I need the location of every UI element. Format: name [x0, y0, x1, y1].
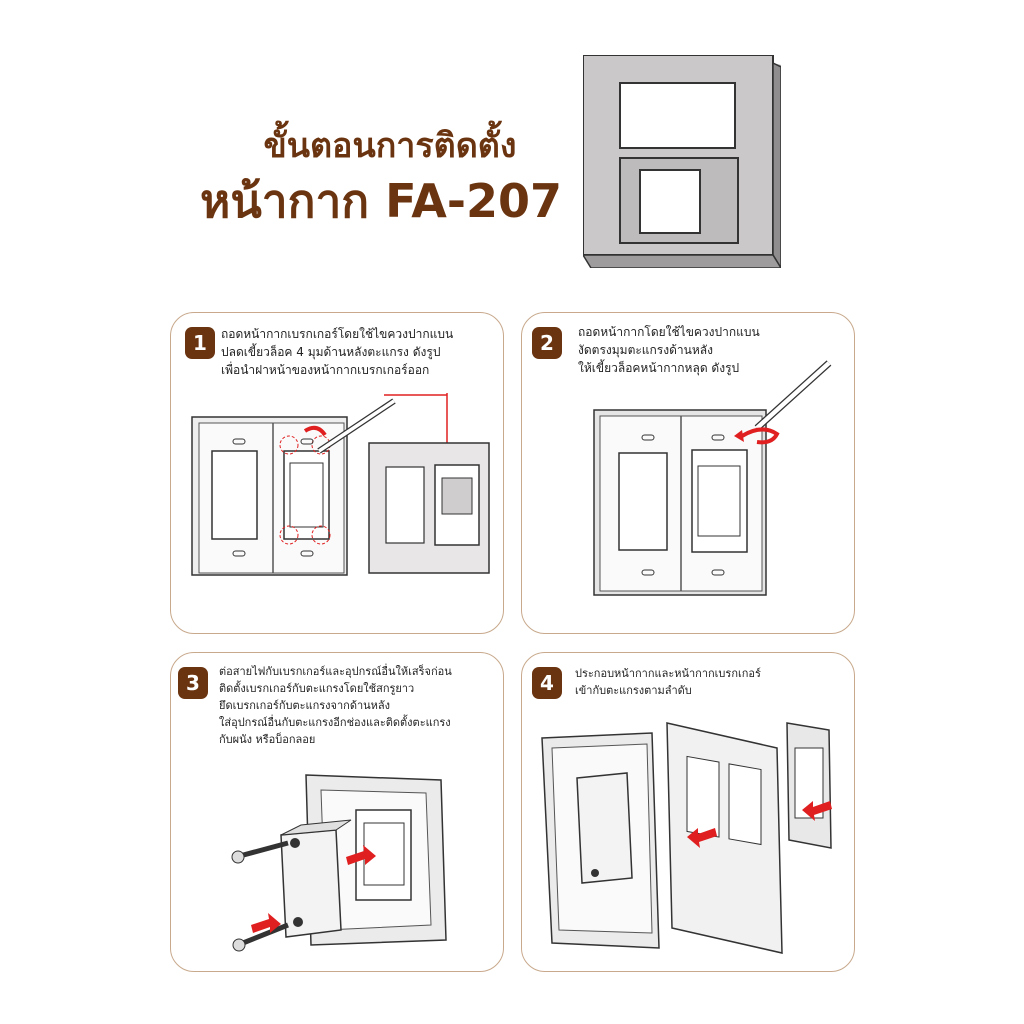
step-card-4: 4 ประกอบหน้ากากและหน้ากากเบรกเกอร์ เข้าก…	[521, 652, 855, 972]
step-instructions: ประกอบหน้ากากและหน้ากากเบรกเกอร์ เข้ากับ…	[575, 665, 761, 699]
instruction-line: ยึดเบรกเกอร์กับตะแกรงจากด้านหลัง	[219, 699, 391, 712]
faceplate-illustration	[583, 55, 781, 268]
step-number-badge: 3	[178, 667, 208, 699]
step-card-3: 3 ต่อสายไฟกับเบรกเกอร์และอุปกรณ์อื่นให้เ…	[170, 652, 504, 972]
instruction-line: ถอดหน้ากากเบรกเกอร์โดยใช้ไขควงปากแบน	[221, 327, 454, 341]
step-instructions: ถอดหน้ากากโดยใช้ไขควงปากแบน งัดตรงมุมตะแ…	[578, 323, 760, 377]
step-number-badge: 1	[185, 327, 215, 359]
instruction-line: ติดตั้งเบรกเกอร์กับตะแกรงโดยใช้สกรูยาว	[219, 682, 415, 695]
instruction-line: เข้ากับตะแกรงตามลำดับ	[575, 684, 692, 697]
instruction-line: เพื่อนำฝาหน้าของหน้ากากเบรกเกอร์ออก	[221, 363, 430, 377]
step-card-1: 1 ถอดหน้ากากเบรกเกอร์โดยใช้ไขควงปากแบน ป…	[170, 312, 504, 634]
step-2-illustration	[593, 360, 832, 596]
instruction-line: กับผนัง หรือบ็อกลอย	[219, 733, 316, 746]
step-instructions: ถอดหน้ากากเบรกเกอร์โดยใช้ไขควงปากแบน ปลด…	[221, 325, 453, 379]
instruction-line: ปลดเขี้ยวล็อค 4 มุมด้านหลังตะแกรง ดังรูป	[221, 345, 441, 359]
step-instructions: ต่อสายไฟกับเบรกเกอร์และอุปกรณ์อื่นให้เสร…	[219, 663, 452, 748]
page-title-line2: หน้ากาก FA-207	[200, 174, 563, 228]
instruction-line: ให้เขี้ยวล็อคหน้ากากหลุด ดังรูป	[578, 361, 740, 375]
step-3-illustration	[231, 774, 447, 952]
instruction-line: ต่อสายไฟกับเบรกเกอร์และอุปกรณ์อื่นให้เสร…	[219, 665, 452, 678]
step-1-illustration	[191, 393, 490, 576]
step-number-badge: 2	[532, 327, 562, 359]
instruction-line: งัดตรงมุมตะแกรงด้านหลัง	[578, 343, 713, 357]
instruction-line: ถอดหน้ากากโดยใช้ไขควงปากแบน	[578, 325, 760, 339]
step-number-badge: 4	[532, 667, 562, 699]
step-card-2: 2 ถอดหน้ากากโดยใช้ไขควงปากแบน งัดตรงมุมต…	[521, 312, 855, 634]
instruction-line: ประกอบหน้ากากและหน้ากากเบรกเกอร์	[575, 667, 761, 680]
page-title-line1: ขั้นตอนการติดตั้ง	[263, 126, 517, 166]
step-4-illustration	[541, 722, 832, 954]
instruction-line: ใส่อุปกรณ์อื่นกับตะแกรงอีกช่องและติดตั้ง…	[219, 716, 451, 729]
